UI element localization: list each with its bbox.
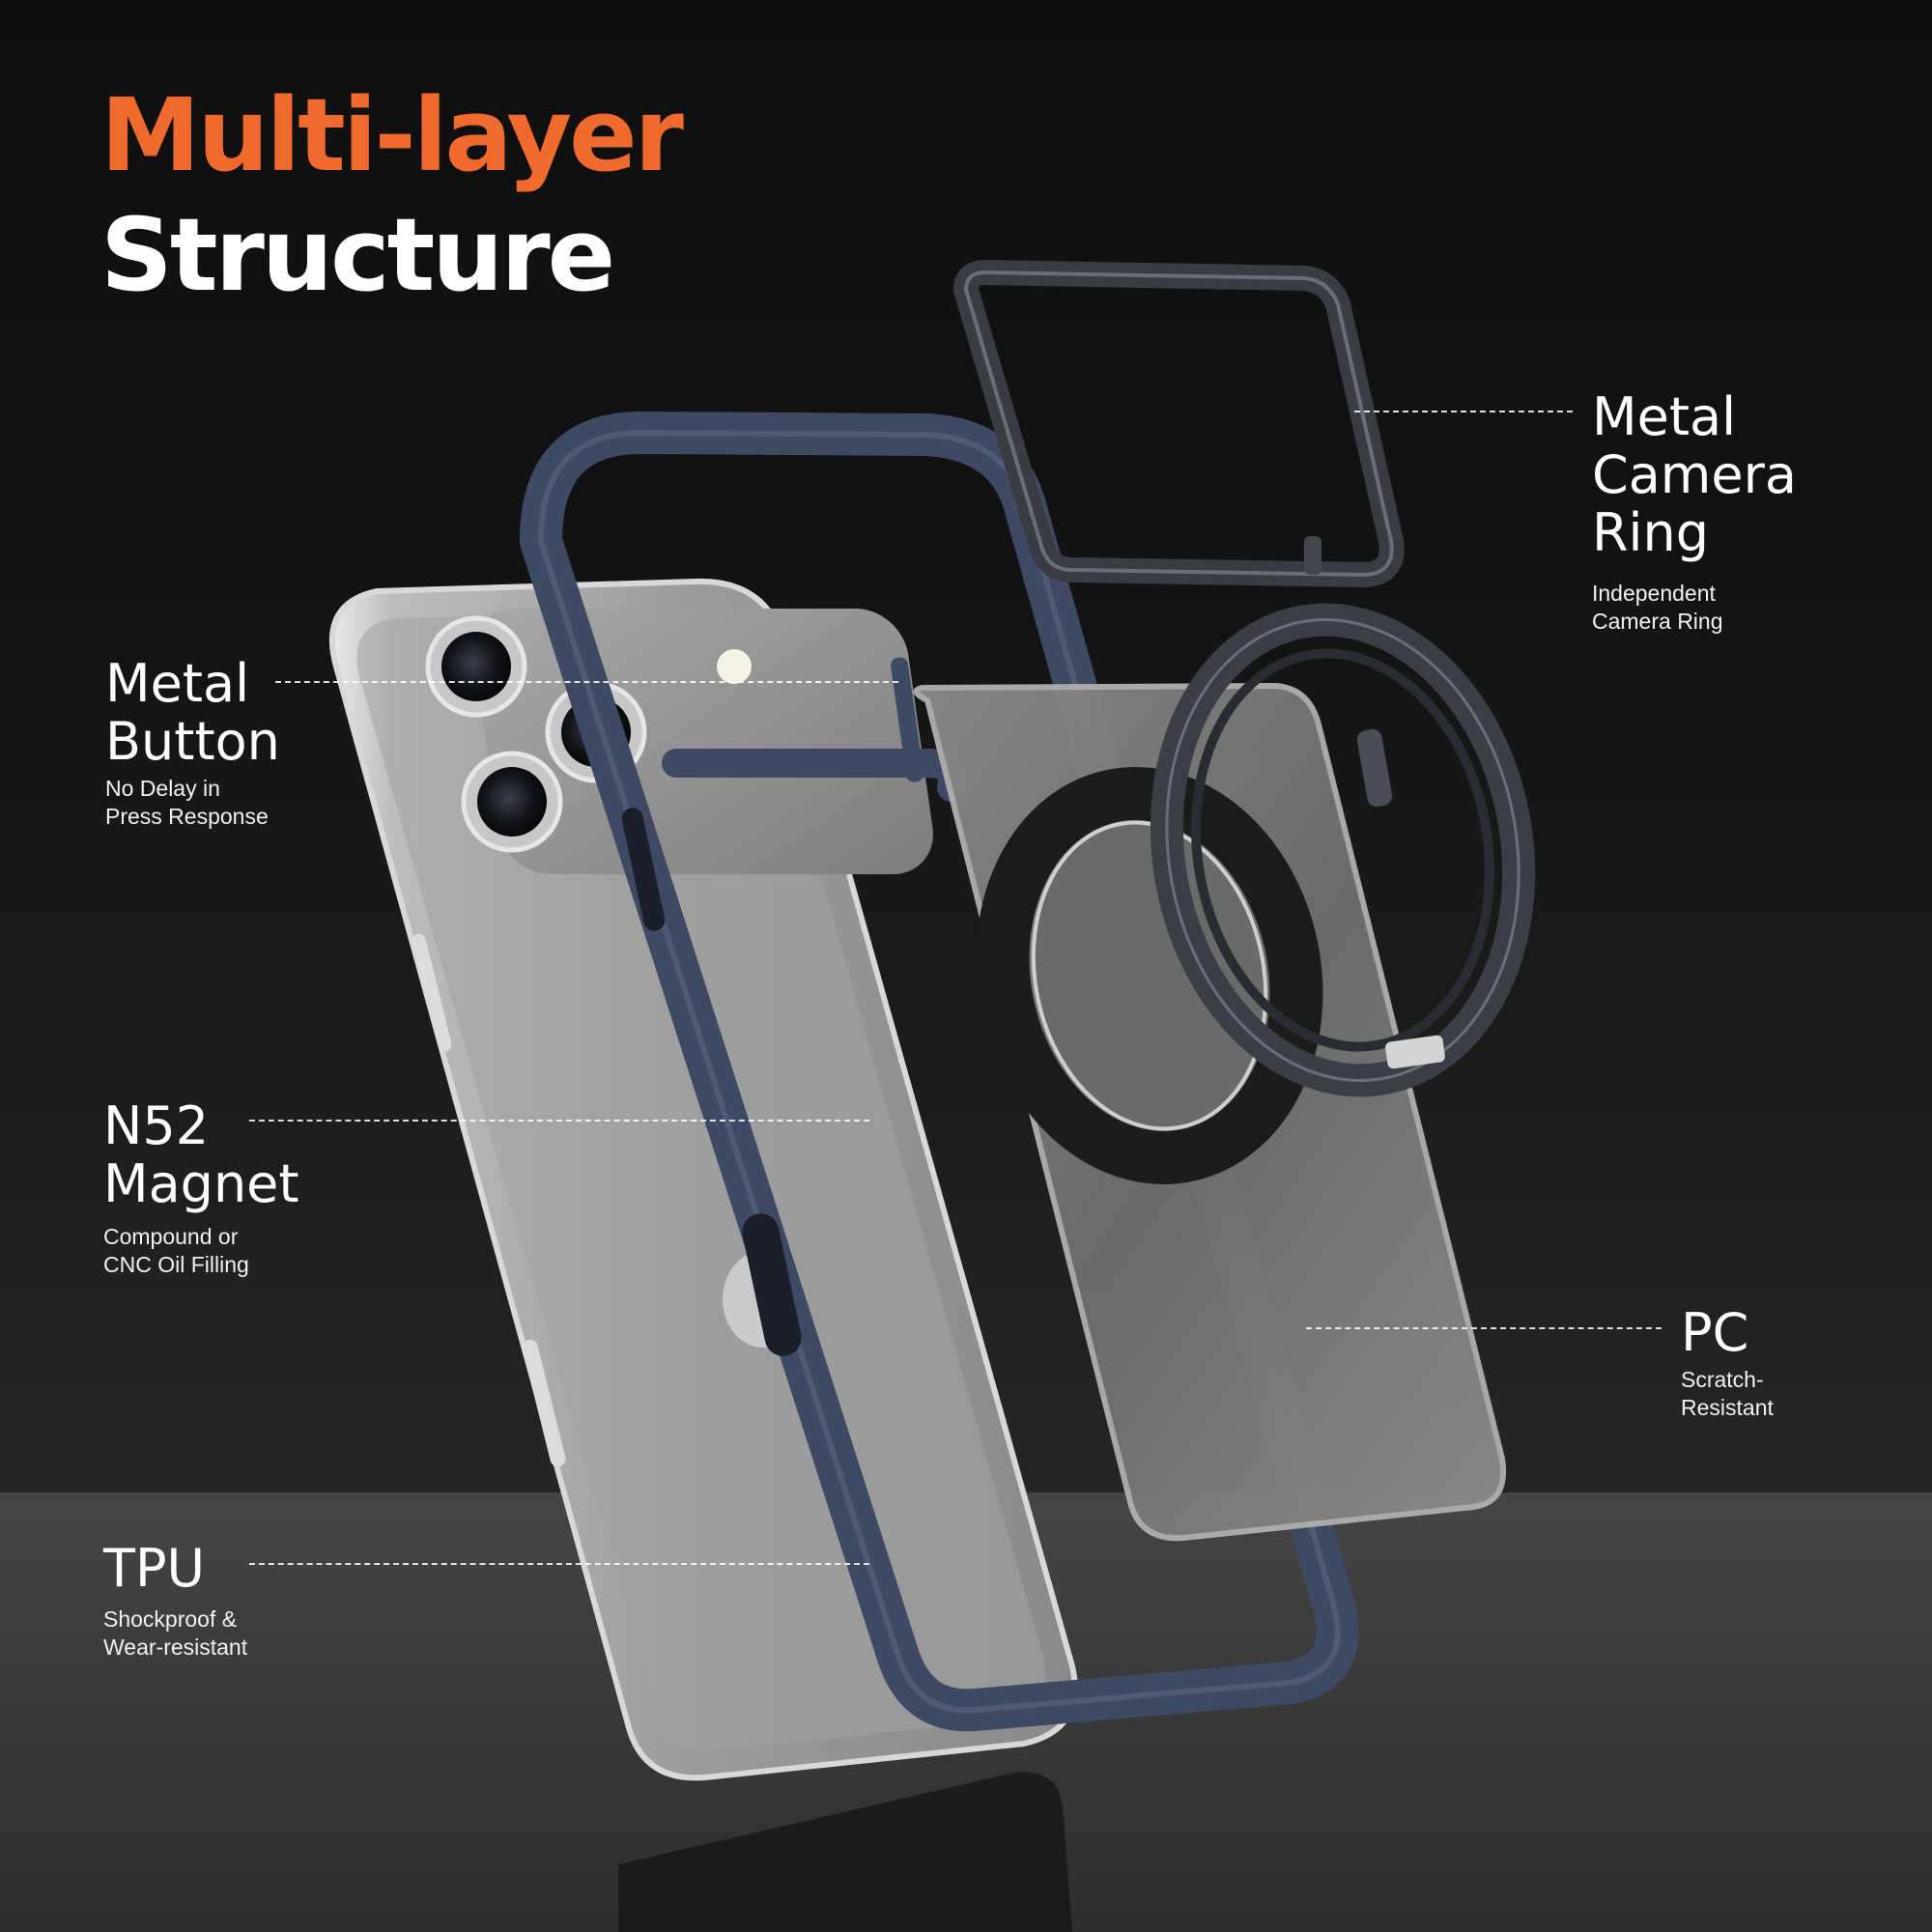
pc-leader-line xyxy=(1306,1327,1662,1329)
pc-callout: PC Scratch- Resistant xyxy=(1681,1304,1774,1422)
pc-heading: PC xyxy=(1681,1302,1749,1363)
tpu-heading: TPU xyxy=(103,1538,206,1599)
ring-stand xyxy=(1150,603,1536,1097)
pc-back-plate xyxy=(913,682,1507,1542)
camera-ring-callout: Metal Camera Ring Independent Camera Rin… xyxy=(1592,388,1797,636)
camera-ring-leader-line xyxy=(1354,411,1573,412)
page-title: Multi-layer Structure xyxy=(100,75,684,315)
camera-ring-heading: Metal Camera Ring xyxy=(1592,386,1797,563)
metal-button-heading: Metal Button xyxy=(105,653,280,772)
magnet-callout: N52 Magnet Compound or CNC Oil Filling xyxy=(103,1097,299,1279)
tpu-callout: TPU Shockproof & Wear-resistant xyxy=(103,1540,247,1662)
pc-subtext: Scratch- Resistant xyxy=(1681,1367,1774,1420)
metal-button-leader-line xyxy=(275,681,898,683)
metal-button-subtext: No Delay in Press Response xyxy=(105,776,269,829)
metal-camera-ring xyxy=(953,260,1405,587)
magnet-heading: N52 Magnet xyxy=(103,1095,299,1214)
camera-ring-subtext: Independent Camera Ring xyxy=(1592,581,1723,634)
metal-button-callout: Metal Button No Delay in Press Response xyxy=(105,655,280,831)
magnet-leader-line xyxy=(249,1120,869,1122)
tpu-subtext: Shockproof & Wear-resistant xyxy=(103,1606,248,1660)
camera-lens-icon xyxy=(425,615,752,853)
phone-body xyxy=(328,578,1078,1781)
hinge-shape xyxy=(1385,1035,1445,1069)
tpu-leader-line xyxy=(249,1563,869,1565)
title-line-1: Multi-layer xyxy=(100,76,684,194)
side-button-shape xyxy=(412,933,452,1052)
title-line-2: Structure xyxy=(100,196,615,314)
phone-reflection xyxy=(618,1772,1072,1932)
magnet-ring-shape xyxy=(976,767,1323,1184)
magnet-subtext: Compound or CNC Oil Filling xyxy=(103,1224,249,1277)
